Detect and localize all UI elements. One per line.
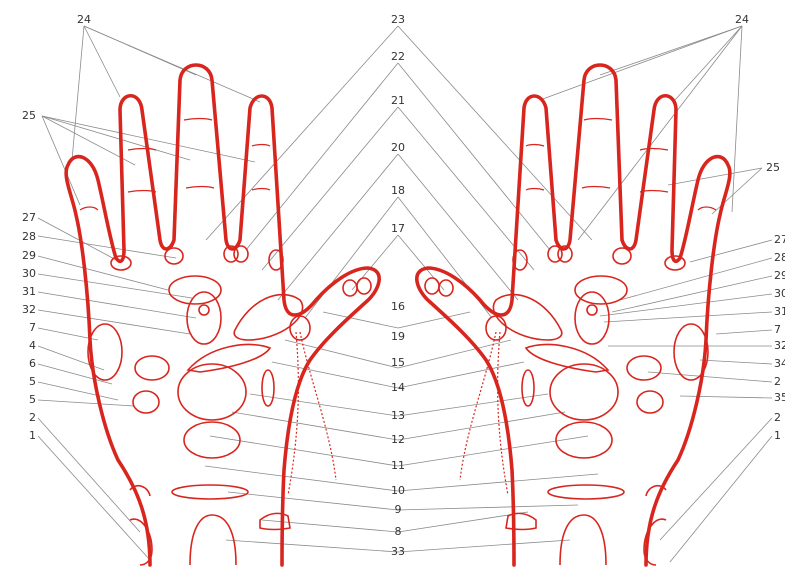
center-label: 10: [391, 484, 405, 497]
left-hand-outline: [66, 65, 379, 565]
left-label: 5: [29, 375, 36, 388]
left-label: 5: [29, 393, 36, 406]
center-label: 23: [391, 13, 405, 26]
center-label: 22: [391, 50, 405, 63]
left-label: 27: [22, 211, 36, 224]
right-labels: 24 25 27 28 29 30 31 7 32 34 2 35 2 1: [735, 13, 785, 442]
right-label: 1: [774, 429, 781, 442]
center-label: 18: [391, 184, 405, 197]
left-label: 2: [29, 411, 36, 424]
left-label: 29: [22, 249, 36, 262]
right-label: 31: [774, 305, 785, 318]
right-label: 32: [774, 339, 785, 352]
left-label: 32: [22, 303, 36, 316]
left-hand: [66, 65, 379, 565]
left-label: 31: [22, 285, 36, 298]
center-label: 13: [391, 409, 405, 422]
left-label: 4: [29, 339, 36, 352]
center-label: 17: [391, 222, 405, 235]
right-label: 28: [774, 251, 785, 264]
left-label: 24: [77, 13, 91, 26]
center-label: 8: [395, 525, 402, 538]
left-label: 30: [22, 267, 36, 280]
center-label: 9: [395, 503, 402, 516]
center-labels: 23 22 21 20 18 17 16 19 15 14 13 12 11 1…: [391, 13, 405, 558]
right-label: 27: [774, 233, 785, 246]
right-label: 24: [735, 13, 749, 26]
center-label: 15: [391, 356, 405, 369]
center-label: 19: [391, 330, 405, 343]
right-hand: [417, 65, 730, 565]
right-label: 30: [774, 287, 785, 300]
left-label: 28: [22, 230, 36, 243]
left-label: 1: [29, 429, 36, 442]
right-label: 2: [774, 375, 781, 388]
right-label: 2: [774, 411, 781, 424]
right-hand-outline: [417, 65, 730, 565]
center-label: 21: [391, 94, 405, 107]
right-label: 29: [774, 269, 785, 282]
center-label: 16: [391, 300, 405, 313]
center-label: 11: [391, 459, 405, 472]
center-label: 14: [391, 381, 405, 394]
left-label: 6: [29, 357, 36, 370]
center-label: 20: [391, 141, 405, 154]
center-label: 12: [391, 433, 405, 446]
right-label: 34: [774, 357, 785, 370]
left-label: 7: [29, 321, 36, 334]
left-label: 25: [22, 109, 36, 122]
right-label: 7: [774, 323, 781, 336]
right-label: 35: [774, 391, 785, 404]
right-label: 25: [766, 161, 780, 174]
leader-lines: [38, 26, 772, 562]
center-label: 33: [391, 545, 405, 558]
